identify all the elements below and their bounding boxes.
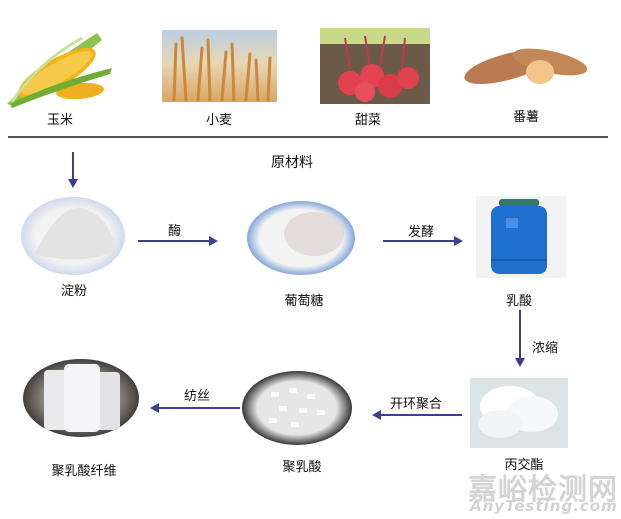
step-label-ring-opening-polymerization: 开环聚合 — [390, 397, 443, 412]
node-label-lactic-acid: 乳酸 — [505, 294, 532, 309]
raw-material-label-wheat: 小麦 — [205, 113, 232, 128]
step-label-enzyme: 酶 — [168, 224, 182, 239]
node-label-lactide: 丙交酯 — [504, 458, 544, 473]
raw-material-label-sweet-potato: 番薯 — [512, 110, 539, 125]
arrow-head-down-icon — [68, 179, 78, 188]
step-label-concentration: 浓缩 — [532, 341, 559, 356]
arrow-head-left-icon — [372, 410, 381, 420]
pla-pellets-image — [242, 371, 352, 445]
arrow-glucose-to-lactic-acid — [383, 240, 455, 242]
step-label-fermentation: 发酵 — [408, 225, 435, 240]
step-label-spinning: 纺丝 — [184, 389, 211, 404]
node-label-starch: 淀粉 — [60, 284, 87, 299]
beet-image — [320, 28, 430, 104]
glucose-image — [247, 201, 355, 275]
corn-image — [7, 33, 112, 108]
sweet-potato-image — [464, 48, 588, 84]
node-label-pla-fiber: 聚乳酸纤维 — [51, 464, 117, 479]
arrow-lactide-to-pla — [380, 414, 462, 416]
raw-material-label-beet: 甜菜 — [354, 113, 381, 128]
raw-material-label-corn: 玉米 — [46, 113, 73, 128]
arrow-raw-to-starch — [72, 152, 74, 180]
arrow-starch-to-glucose — [138, 240, 210, 242]
watermark-en: AnyTesting.com — [470, 497, 618, 515]
raw-materials-title: 原材料 — [271, 155, 313, 171]
section-divider — [8, 136, 608, 138]
arrow-head-left-icon — [150, 403, 159, 413]
arrow-pla-to-fiber — [158, 407, 240, 409]
arrow-head-right-icon — [209, 236, 218, 246]
arrow-head-right-icon — [454, 236, 463, 246]
arrow-head-down-icon — [515, 358, 525, 367]
starch-powder-image — [21, 197, 125, 275]
blue-barrel-image — [476, 196, 566, 278]
node-label-pla: 聚乳酸 — [282, 460, 322, 475]
node-label-glucose: 葡萄糖 — [284, 294, 324, 309]
wheat-image — [162, 30, 277, 102]
watermark-cn: 嘉峪检测网 — [468, 472, 619, 506]
lactide-crystal-image — [470, 378, 568, 448]
fiber-spools-image — [23, 359, 139, 437]
arrow-lactic-acid-to-lactide — [519, 310, 521, 360]
